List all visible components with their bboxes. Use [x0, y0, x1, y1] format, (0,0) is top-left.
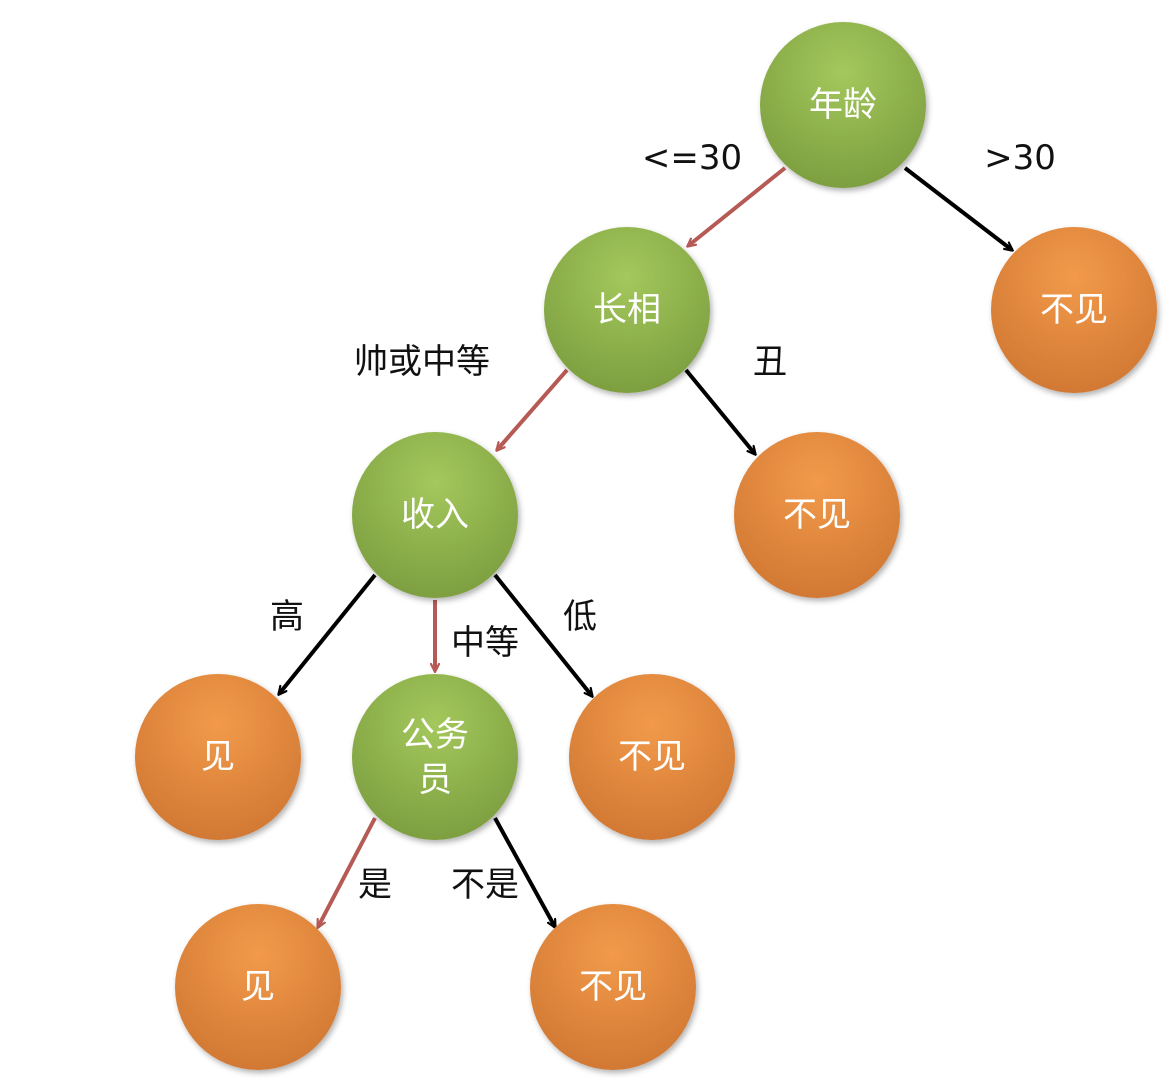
- edge-age-le30: [688, 166, 787, 246]
- edge-looks-ugly: [684, 368, 755, 454]
- decision-node-circle: [352, 674, 518, 840]
- leaf-node-circle: [569, 674, 735, 840]
- node-label: 长相: [593, 290, 661, 330]
- edge-label-age-gt30: >30: [984, 138, 1056, 178]
- node-looks: 长相: [544, 227, 710, 393]
- edge-income-low: [493, 573, 592, 696]
- edge-label-income-high: 高: [270, 597, 304, 637]
- node-income: 收入: [352, 432, 518, 598]
- node-label: 不见: [783, 495, 851, 535]
- node-label-line1: 公务: [401, 715, 469, 755]
- node-label: 见: [201, 737, 235, 777]
- edge-looks-good: [497, 368, 569, 450]
- leaf-node-circle: [135, 674, 301, 840]
- edge-label-income-mid: 中等: [451, 623, 519, 663]
- edge-label-age-le30: <=30: [642, 138, 742, 178]
- edge-age-gt30: [903, 166, 1012, 250]
- node-civil-no-leaf: 不见: [530, 904, 696, 1070]
- node-label: 不见: [579, 967, 647, 1007]
- node-age-gt30-leaf: 不见: [991, 227, 1157, 393]
- node-civil-servant: 公务 员: [352, 674, 518, 840]
- node-income-low-leaf: 不见: [569, 674, 735, 840]
- leaf-node-circle: [991, 227, 1157, 393]
- node-label: 不见: [618, 737, 686, 777]
- node-looks-ugly-leaf: 不见: [734, 432, 900, 598]
- edge-civil-no: [493, 817, 557, 927]
- edge-label-looks-good: 帅或中等: [354, 342, 490, 382]
- node-age: 年龄: [760, 22, 926, 188]
- edge-income-high: [279, 573, 377, 694]
- leaf-node-circle: [530, 904, 696, 1070]
- decision-node-circle: [544, 227, 710, 393]
- node-label: 收入: [401, 495, 469, 535]
- leaf-node-circle: [734, 432, 900, 598]
- decision-node-circle: [352, 432, 518, 598]
- node-label: 见: [241, 967, 275, 1007]
- node-label: 年龄: [809, 85, 877, 125]
- edge-civil-yes: [316, 817, 377, 927]
- edge-label-civil-no: 不是: [451, 865, 519, 905]
- edge-labels: <=30 >30 帅或中等 丑 高 中等 低 是 不是: [270, 138, 1056, 905]
- edge-label-income-low: 低: [563, 597, 597, 637]
- leaf-node-circle: [175, 904, 341, 1070]
- edge-label-civil-yes: 是: [358, 865, 392, 905]
- decision-node-circle: [760, 22, 926, 188]
- node-income-high-leaf: 见: [135, 674, 301, 840]
- node-label-line2: 员: [418, 760, 452, 800]
- node-civil-yes-leaf: 见: [175, 904, 341, 1070]
- edge-label-looks-ugly: 丑: [753, 342, 787, 382]
- node-label: 不见: [1040, 290, 1108, 330]
- edges: [279, 166, 1012, 927]
